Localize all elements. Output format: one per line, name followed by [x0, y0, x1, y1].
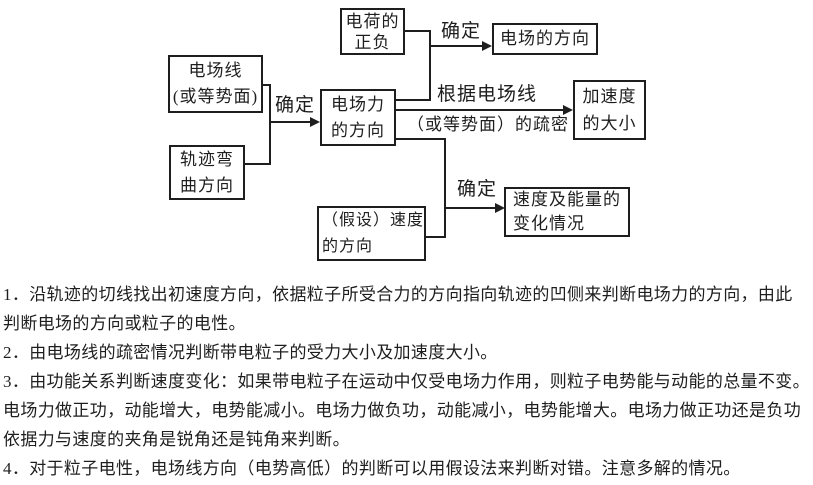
- connector-line: [269, 84, 271, 165]
- arrowhead-icon: [495, 203, 505, 213]
- box-label: 电场线 (或等势面): [172, 61, 259, 106]
- note-line-2: 判断电场的方向或粒子的电性。: [3, 314, 246, 333]
- box-label: 轨迹弯 曲方向: [180, 149, 234, 195]
- box-label: 加速度 的大小: [582, 87, 637, 133]
- connector-line: [444, 138, 446, 238]
- note-line-1: 1．沿轨迹的切线找出初速度方向，依据粒子所受合力的方向指向轨迹的凹侧来判断电场力…: [3, 285, 793, 304]
- arrow-shaft: [394, 109, 563, 111]
- flowchart-box-field-direction: 电场的方向: [492, 23, 598, 55]
- flowchart-box-velocity: （假设）速度 的方向: [317, 206, 426, 261]
- box-label: 电场的方向: [500, 29, 590, 48]
- connector-line: [394, 99, 431, 101]
- connector-line: [429, 30, 431, 101]
- flowchart-box-force: 电场力 的方向: [320, 89, 396, 146]
- arrow-label-determine-force: 确定: [275, 95, 316, 116]
- arrow-shaft: [446, 207, 495, 209]
- flowchart-box-field-lines: 电场线 (或等势面): [168, 55, 263, 113]
- notes-text: 1．沿轨迹的切线找出初速度方向，依据粒子所受合力的方向指向轨迹的凹侧来判断电场力…: [3, 280, 810, 483]
- arrow-label-determine-change: 确定: [457, 179, 498, 200]
- box-label: 电场力 的方向: [331, 94, 385, 140]
- box-label: （假设）速度 的方向: [322, 211, 425, 255]
- arrowhead-icon: [482, 41, 492, 51]
- note-line-3: 2．由电场线的疏密情况判断带电粒子的受力大小及加速度大小。: [3, 343, 498, 362]
- arrowhead-icon: [563, 105, 573, 115]
- flowchart-box-energy-change: 速度及能量的 变化情况: [504, 187, 630, 237]
- arrow-label-accel-basis-line2: （或等势面）的疏密: [407, 115, 569, 134]
- note-line-6: 依据力与速度的夹角是锐角还是钝角来判断。: [3, 430, 350, 449]
- connector-line: [426, 236, 446, 238]
- flowchart: 电场线 (或等势面) 轨迹弯 曲方向 电荷的 正负 电场力 的方向 电场的方向 …: [168, 8, 646, 261]
- flowchart-box-acceleration: 加速度 的大小: [573, 80, 646, 140]
- arrow-shaft: [271, 121, 310, 123]
- flowchart-box-trajectory: 轨迹弯 曲方向: [169, 145, 245, 200]
- connector-line: [245, 163, 271, 165]
- box-label: 速度及能量的 变化情况: [513, 190, 621, 233]
- note-line-7: 4．对于粒子电性，电场线方向（电势高低）的判断可以用假设法来判断对错。注意多解的…: [3, 459, 741, 478]
- arrow-label-determine-field: 确定: [441, 21, 482, 42]
- arrow-label-accel-basis-line1: 根据电场线: [437, 84, 538, 105]
- arrow-shaft: [431, 45, 482, 47]
- note-line-4: 3．由功能关系判断速度变化：如果带电粒子在运动中仅受电场力作用，则粒子电势能与动…: [3, 372, 810, 391]
- connector-line: [405, 30, 430, 32]
- note-line-5: 电场力做正功，动能增大，电势能减小。电场力做负功，动能减小，电势能增大。电场力做…: [3, 401, 802, 420]
- connector-line: [263, 84, 271, 86]
- box-label: 电荷的 正负: [345, 11, 400, 52]
- flowchart-box-charge: 电荷的 正负: [340, 8, 405, 55]
- connector-line: [394, 138, 446, 140]
- arrowhead-icon: [310, 117, 320, 127]
